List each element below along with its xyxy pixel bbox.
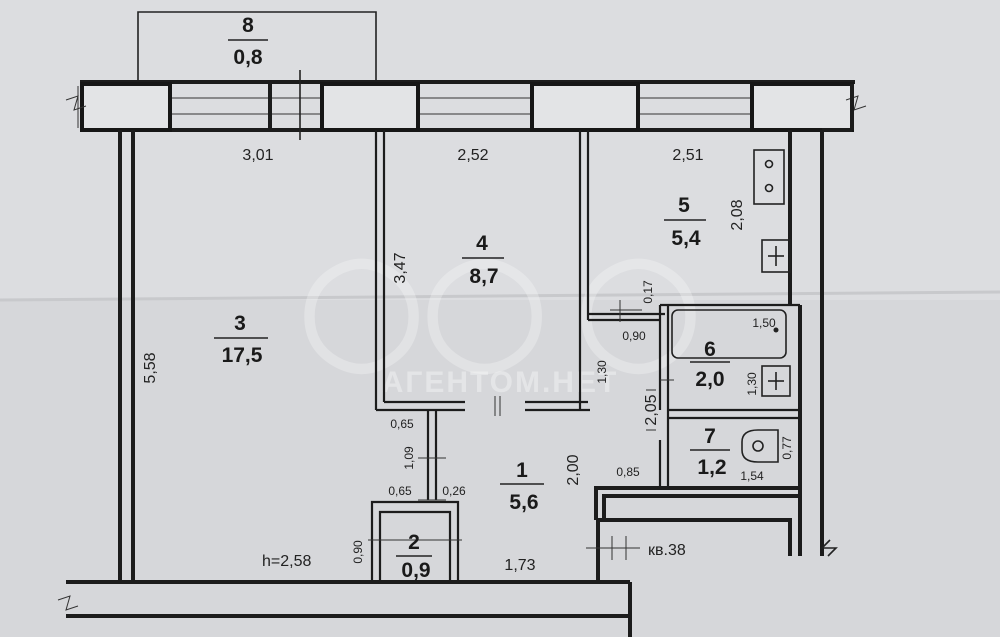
room-8-label: 8 0,8 (228, 14, 268, 69)
dim-1-73: 1,73 (504, 557, 535, 574)
paper-fold (0, 290, 1000, 302)
room-4-walls (374, 130, 590, 416)
dim-0-65-bottom: 0,65 (388, 484, 412, 498)
dim-2-52: 2,52 (457, 147, 488, 164)
dim-0-90-storage: 0,90 (351, 540, 365, 564)
bath-fixtures (671, 149, 791, 463)
bath-block-walls (588, 303, 800, 556)
room-number: 3 (234, 312, 246, 335)
room-number: 2 (408, 531, 420, 554)
bottom-wall (57, 520, 640, 637)
room-2-label: 2 0,9 (396, 531, 432, 582)
dim-0-90: 0,90 (622, 329, 646, 343)
kitchen-sink (761, 239, 791, 273)
room-3-label: 3 17,5 (214, 312, 268, 367)
ceiling-height: h=2,58 (262, 553, 311, 570)
room-number: 8 (242, 14, 254, 37)
dim-1-50: 1,50 (752, 316, 776, 330)
room-area: 0,8 (233, 46, 263, 69)
dim-0-26: 0,26 (442, 484, 466, 498)
balcony-outline (137, 11, 377, 82)
room-number: 1 (516, 459, 528, 482)
room-5-label: 5 5,4 (664, 194, 706, 250)
room-area: 0,9 (401, 559, 430, 582)
room-number: 7 (704, 425, 716, 448)
room-number: 4 (476, 232, 488, 255)
dim-2-00: 2,00 (565, 454, 582, 485)
room-area: 5,4 (671, 227, 701, 250)
room-4-label: 4 8,7 (462, 232, 504, 288)
left-wall (118, 130, 135, 582)
dim-3-47: 3,47 (392, 252, 409, 283)
dimension-ticks (610, 300, 674, 431)
dim-2-05: 2,05 (643, 394, 660, 425)
dim-0-85: 0,85 (616, 465, 640, 479)
dim-2-08: 2,08 (729, 199, 746, 230)
room-area: 1,2 (697, 456, 726, 479)
room-1-label: 1 5,6 (500, 459, 544, 514)
outer-top-wall (65, 70, 867, 140)
sink (761, 365, 791, 397)
paper-upper (0, 0, 1000, 300)
dim-5-58: 5,58 (142, 352, 159, 383)
dim-3-01: 3,01 (242, 147, 273, 164)
room-6-label: 6 2,0 (690, 338, 730, 391)
dim-0-65-top: 0,65 (390, 417, 414, 431)
dim-1-54: 1,54 (740, 469, 764, 483)
room-area: 8,7 (469, 265, 498, 288)
bathtub (671, 309, 787, 359)
dim-2-51: 2,51 (672, 147, 703, 164)
room-area: 17,5 (222, 344, 263, 367)
dim-0-17: 0,17 (641, 280, 655, 304)
dim-1-30-corridor: 1,30 (595, 360, 609, 384)
watermark-text: АГЕНТОМ.НЕТ (382, 366, 619, 399)
room-area: 5,6 (509, 491, 538, 514)
room-number: 6 (704, 338, 716, 361)
apartment-number: кв.38 (648, 542, 686, 559)
dim-1-09: 1,09 (402, 446, 416, 470)
dim-1-30-bath: 1,30 (745, 372, 759, 396)
stove (753, 149, 785, 205)
toilet (741, 429, 779, 463)
dim-0-77: 0,77 (780, 436, 794, 460)
room-7-label: 7 1,2 (690, 425, 730, 479)
room-area: 2,0 (695, 368, 724, 391)
right-wall (788, 84, 854, 557)
storage-room-walls (368, 500, 462, 582)
room-number: 5 (678, 194, 690, 217)
hall-partitions (418, 410, 446, 501)
